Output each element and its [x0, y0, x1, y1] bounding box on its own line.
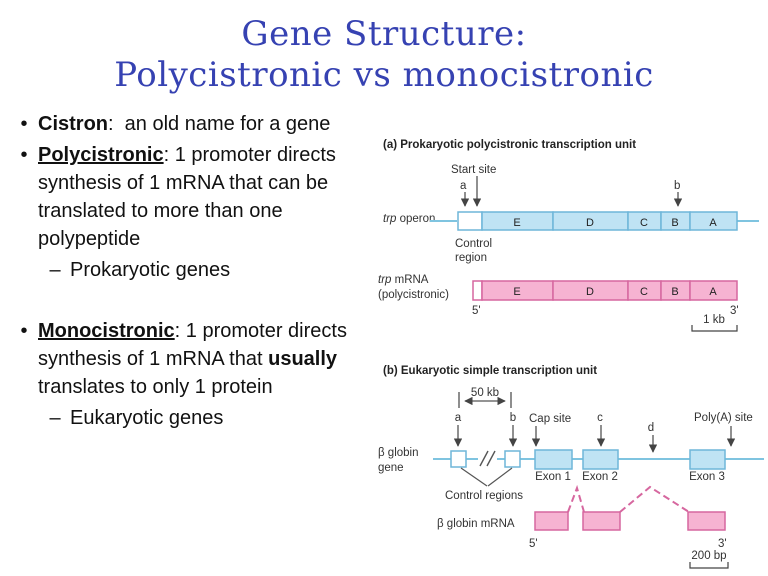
subbullet-prokaryotic-text: Prokaryotic genes — [70, 259, 231, 281]
trp-operon-label: trp operon — [383, 213, 435, 225]
mrna-segment-A-label: A — [709, 286, 717, 298]
subbullet-eukaryotic-text: Eukaryotic genes — [70, 407, 224, 429]
panel-a-three-prime: 3' — [730, 305, 739, 317]
beta-globin-gene-label-line2: gene — [378, 462, 404, 474]
bullet-dot: • — [20, 113, 28, 135]
mrna-exon-1-box — [534, 511, 569, 531]
scale-200bp-bar — [689, 562, 729, 569]
control-regions-pointer-left — [460, 467, 488, 487]
exon-3-label: Exon 3 — [689, 471, 725, 483]
mrna-segment-B-label: B — [671, 286, 678, 298]
slide-title-line1: Gene Structure: — [241, 14, 527, 54]
site-a-label-b: a — [455, 412, 462, 424]
bullet-dot: • — [20, 144, 28, 166]
operon-segment-A-label: A — [709, 217, 717, 229]
mrna-leader-box — [472, 280, 483, 301]
start-site-label: Start site — [451, 164, 496, 176]
distance-50kb-label: 50 kb — [471, 387, 499, 399]
control-regions-pointer-right — [487, 467, 513, 487]
line-break-slash-icon — [479, 450, 489, 467]
operon-segment-A — [689, 211, 738, 231]
control-box-b — [504, 450, 521, 468]
site-c-label: c — [597, 412, 603, 424]
splice-dash-1 — [567, 484, 585, 513]
mrna-segment-E-label: E — [513, 286, 520, 298]
panel-b-five-prime: 5' — [529, 538, 538, 550]
trp-operon-label-italic: trp — [383, 213, 397, 225]
site-b-label-b: b — [510, 412, 516, 424]
scale-1kb-bar — [691, 325, 738, 332]
panel-a-five-prime: 5' — [472, 305, 481, 317]
trp-mrna-label-rest: mRNA — [391, 274, 428, 286]
trp-operon-bar: E D C B A — [457, 211, 738, 231]
slide-title: Gene Structure: Polycistronic vs monocis… — [0, 14, 768, 96]
beta-globin-gene-label-line1: β globin — [378, 447, 419, 459]
mrna-segment-A — [689, 280, 738, 301]
monocistronic-usually: usually — [268, 348, 338, 370]
mrna-exon-2-box — [582, 511, 621, 531]
exon-3-box — [689, 449, 726, 470]
exon-2-box — [582, 449, 619, 470]
exon-2-label: Exon 2 — [582, 471, 618, 483]
line-break-gap — [478, 450, 497, 467]
scale-200bp-label: 200 bp — [691, 550, 726, 562]
cistron-rest: : an old name for a gene — [108, 113, 331, 135]
bullet-monocistronic: • Monocistronic: 1 promoter directs synt… — [10, 317, 372, 401]
site-b-label: b — [674, 180, 680, 192]
bullet-dot: • — [20, 320, 28, 342]
site-a-label: a — [460, 180, 467, 192]
mrna-segment-C-label: C — [640, 286, 648, 298]
trp-mrna-label-italic: trp — [378, 274, 392, 286]
operon-segment-E-label: E — [513, 217, 520, 229]
panel-b: (b) Eukaryotic simple transcription unit… — [378, 365, 764, 569]
term-monocistronic: Monocistronic — [38, 320, 175, 342]
control-region-label-line2: region — [455, 252, 487, 264]
subbullet-dash: – — [49, 259, 61, 281]
bullet-list: • Cistron: an old name for a gene • Poly… — [10, 110, 372, 432]
bullet-polycistronic-text: Polycistronic: 1 promoter directs synthe… — [38, 141, 372, 253]
control-region-box — [457, 211, 483, 231]
mrna-segment-D-label: D — [586, 286, 594, 298]
panel-b-heading: (b) Eukaryotic simple transcription unit — [383, 365, 597, 377]
monocistronic-rest2: translates to only 1 protein — [38, 348, 343, 398]
panel-a-heading: (a) Prokaryotic polycistronic transcript… — [383, 139, 636, 151]
scale-1kb-label: 1 kb — [703, 314, 725, 326]
subbullet-eukaryotic: – Eukaryotic genes — [40, 404, 372, 432]
trp-operon-label-rest: operon — [396, 213, 435, 225]
bullet-cistron: • Cistron: an old name for a gene — [10, 110, 372, 138]
polycistronic-rest: : 1 promoter directs synthesis of 1 mRNA… — [38, 144, 342, 250]
operon-segment-C-label: C — [640, 217, 648, 229]
trp-mrna-label-line2: (polycistronic) — [378, 289, 449, 301]
bullet-cistron-text: Cistron: an old name for a gene — [38, 110, 372, 138]
polya-site-label: Poly(A) site — [694, 412, 753, 424]
subbullet-dash: – — [49, 407, 61, 429]
subbullet-prokaryotic: – Prokaryotic genes — [40, 256, 372, 284]
monocistronic-rest1: : 1 promoter directs synthesis of 1 mRNA… — [38, 320, 353, 370]
exon-1-box — [534, 449, 573, 470]
term-polycistronic: Polycistronic — [38, 144, 164, 166]
beta-globin-mrna-label: β globin mRNA — [437, 518, 515, 530]
panel-a: (a) Prokaryotic polycistronic transcript… — [378, 139, 759, 332]
panel-b-three-prime: 3' — [718, 538, 727, 550]
splice-dash-2 — [619, 485, 690, 513]
line-break-slash-icon — [486, 450, 496, 467]
term-cistron: Cistron — [38, 113, 108, 135]
bullet-polycistronic: • Polycistronic: 1 promoter directs synt… — [10, 141, 372, 253]
operon-segment-B-label: B — [671, 217, 678, 229]
slide-title-line2: Polycistronic vs monocistronic — [114, 55, 654, 95]
control-box-a — [450, 450, 467, 468]
site-d-label: d — [648, 422, 654, 434]
operon-segment-D-label: D — [586, 217, 594, 229]
bullet-monocistronic-text: Monocistronic: 1 promoter directs synthe… — [38, 317, 372, 401]
control-region-label-line1: Control — [455, 238, 492, 250]
trp-mrna-label: trp mRNA — [378, 274, 429, 286]
mrna-exon-3-box — [687, 511, 726, 531]
trp-mrna-bar: E D C B A — [472, 280, 738, 301]
cap-site-label: Cap site — [529, 413, 571, 425]
exon-1-label: Exon 1 — [535, 471, 571, 483]
control-regions-label: Control regions — [445, 490, 523, 502]
